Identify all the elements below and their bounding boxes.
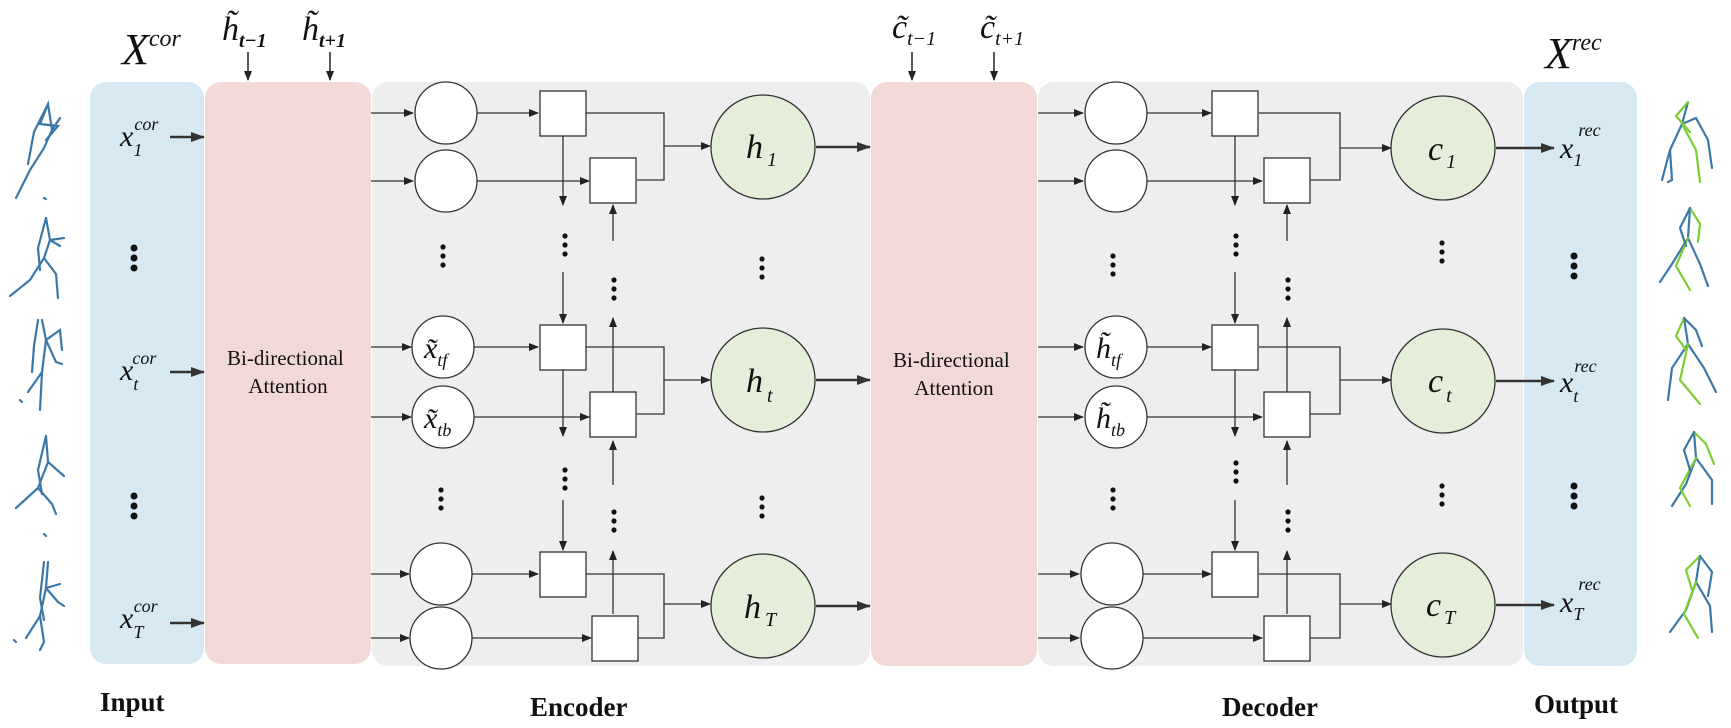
- encoder-input-nodes: [409, 81, 478, 670]
- attn1-label: Bi-directional Attention: [227, 346, 349, 398]
- decoder-mid-bot: h̃tb: [1096, 402, 1125, 440]
- input-ellipsis: [130, 244, 138, 520]
- input-skeleton-5: [12, 560, 66, 652]
- attn2-input-left: c̃t−1: [892, 9, 936, 50]
- input-panel: [90, 82, 204, 664]
- attn1-input-left: h̃t−1: [222, 9, 267, 52]
- output-item-t: xtrec: [1559, 356, 1597, 406]
- encoder-cells: [539, 90, 639, 662]
- output-skeleton-2: [1658, 206, 1710, 292]
- output-item-1: x1rec: [1559, 120, 1601, 170]
- encoder-output-nodes: [710, 94, 816, 659]
- input-skeletons: [8, 99, 66, 652]
- encoder-mid-bot: x̃tb: [423, 402, 451, 440]
- caption-output: Output: [1534, 689, 1618, 719]
- decoder-panel: [1038, 82, 1523, 666]
- input-skeleton-2: [8, 216, 66, 300]
- input-skeleton-3: [18, 318, 64, 412]
- input-item-T: xTcor: [119, 596, 205, 642]
- attn2-label: Bi-directional Attention: [893, 348, 1015, 400]
- caption-decoder: Decoder: [1222, 692, 1318, 722]
- decoder-mid-top: h̃tf: [1096, 332, 1124, 370]
- encoder-panel: [372, 82, 870, 666]
- input-item-1: x1cor: [119, 114, 205, 160]
- decoder-block: [1038, 109, 1392, 642]
- input-skeleton-1: [14, 99, 62, 201]
- output-skeleton-4: [1670, 430, 1716, 508]
- decoder-ellipsis: [1110, 233, 1445, 533]
- output-skeleton-1: [1660, 100, 1714, 184]
- encoder-block: [371, 109, 711, 642]
- decoder-cells: [1211, 90, 1311, 662]
- input-item-t: xtcor: [119, 348, 205, 394]
- decoder-output-nodes: [1390, 95, 1496, 658]
- output-header: Xrec: [1543, 29, 1602, 78]
- input-skeleton-4: [14, 434, 66, 538]
- caption-input: Input: [100, 687, 165, 717]
- input-header: Xcor: [120, 25, 182, 74]
- output-ellipsis: [1570, 252, 1578, 510]
- attn1-input-right: h̃t+1: [302, 9, 346, 52]
- encoder-ellipsis: [438, 233, 765, 533]
- output-skeletons: [1658, 100, 1718, 640]
- caption-encoder: Encoder: [530, 692, 628, 722]
- svg-text:x1cor: x1cor: [119, 114, 159, 160]
- output-skeleton-3: [1666, 316, 1718, 406]
- attention-panel-2: [871, 82, 1037, 666]
- svg-text:xtcor: xtcor: [119, 348, 157, 394]
- attention-panel-1: [205, 82, 371, 664]
- output-skeleton-5: [1668, 554, 1714, 640]
- output-panel: [1524, 82, 1637, 666]
- decoder-input-nodes: [1080, 81, 1148, 670]
- encoder-mid-top: x̃tf: [423, 332, 450, 370]
- svg-text:xTcor: xTcor: [119, 596, 159, 642]
- output-item-T: xTrec: [1559, 574, 1601, 624]
- attn2-input-right: c̃t+1: [980, 9, 1024, 50]
